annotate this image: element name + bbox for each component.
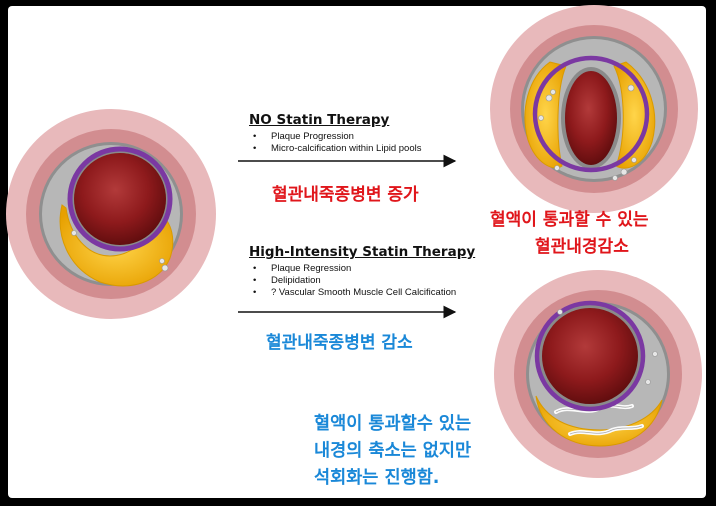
- lumen-ring-high-statin: [534, 300, 646, 412]
- high-statin-bullet-3: ? Vascular Smooth Muscle Cell Calcificat…: [249, 287, 456, 299]
- no-statin-bullets: Plaque Progression Micro-calcification w…: [249, 131, 421, 155]
- artery-no-statin: [490, 5, 698, 213]
- high-statin-bullet-1: Plaque Regression: [249, 263, 456, 275]
- high-statin-title: High-Intensity Statin Therapy: [249, 244, 476, 260]
- high-statin-bullet-2: Delipidation: [249, 275, 456, 287]
- note-bottom-line1: 혈액이 통과할수 있는: [314, 414, 472, 434]
- artery-high-statin: [494, 270, 702, 478]
- plaque-baseline: [59, 204, 174, 287]
- plaque-high-statin: [535, 395, 663, 447]
- note-bottom-line3: 석회화는 진행함.: [314, 468, 440, 488]
- high-statin-bullets: Plaque Regression Delipidation ? Vascula…: [249, 263, 456, 299]
- no-statin-bullet-2: Micro-calcification within Lipid pools: [249, 143, 421, 155]
- lumen-ring-no-statin: [532, 55, 650, 173]
- no-statin-title: NO Statin Therapy: [249, 112, 390, 128]
- artery-baseline: [6, 109, 216, 319]
- high-statin-result: 혈관내죽종병변 감소: [266, 333, 413, 353]
- no-statin-bullet-1: Plaque Progression: [249, 131, 421, 143]
- lumen-ring-baseline: [67, 146, 173, 252]
- no-statin-result: 혈관내죽종병변 증가: [272, 185, 419, 205]
- plaque-no-statin-right: [613, 61, 656, 169]
- note-top-line2: 혈관내경감소: [535, 237, 629, 257]
- plaque-no-statin-left: [524, 61, 567, 169]
- note-top-line1: 혈액이 통과할 수 있는: [490, 210, 649, 230]
- note-bottom-line2: 내경의 축소는 없지만: [314, 441, 472, 461]
- note-bottom: 혈액이 통과할수 있는 내경의 축소는 없지만 석회화는 진행함.: [314, 411, 471, 492]
